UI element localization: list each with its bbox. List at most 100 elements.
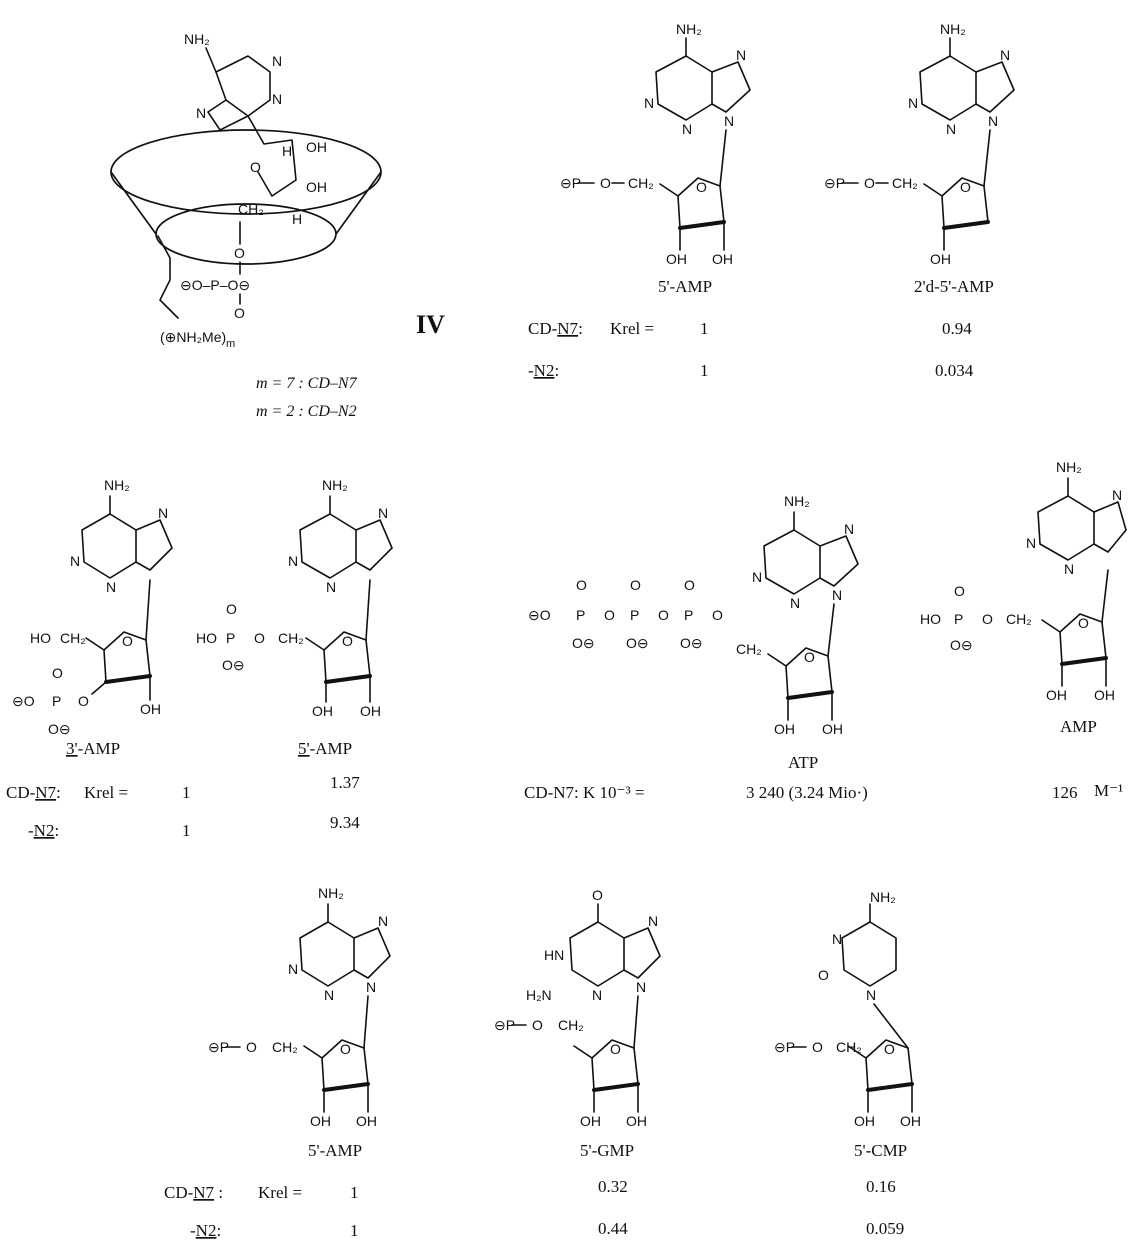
svg-text:O: O (864, 175, 875, 191)
svg-text:N: N (988, 113, 998, 129)
svg-text:P: P (226, 630, 235, 646)
svg-text:N: N (844, 521, 854, 537)
svg-text:CH₂: CH₂ (1006, 611, 1032, 627)
svg-text:O: O (604, 607, 615, 623)
compound-label: ATP (788, 753, 818, 772)
svg-text:P: P (684, 607, 693, 623)
svg-text:O: O (712, 607, 723, 623)
svg-text:⊖P: ⊖P (774, 1039, 795, 1055)
panel-1: NH₂ N N N N O ⊖P O CH₂ OH OH 5'-AMP (528, 21, 1015, 380)
svg-text:CH₂: CH₂ (238, 201, 264, 217)
svg-text:O: O (226, 601, 237, 617)
cone-side-left (110, 171, 157, 235)
svg-text:O⊖: O⊖ (48, 721, 71, 737)
svg-text:O: O (812, 1039, 823, 1055)
panel-3: NH₂ N N N N O ⊖O P O P O P O CH₂ O O O O… (524, 459, 1127, 802)
svg-text:N: N (326, 579, 336, 595)
svg-text:⊖O: ⊖O (528, 607, 551, 623)
svg-text:O: O (340, 1041, 351, 1057)
svg-text:O: O (600, 175, 611, 191)
value-cell: 1 (182, 783, 191, 802)
host-variant-n2: m = 2 : CD–N2 (256, 403, 357, 420)
value-cell: 0.94 (942, 319, 972, 338)
value-cell: 1 (182, 821, 191, 840)
value-cell: 9.34 (330, 813, 360, 832)
svg-text:N: N (196, 105, 206, 121)
svg-text:HO: HO (196, 630, 217, 646)
svg-text:N: N (378, 913, 388, 929)
svg-text:N: N (736, 47, 746, 63)
panel-4-row-n7: CD-N7 : Krel = 1 0.32 0.16 (164, 1177, 896, 1202)
k-rel-label: Krel = (610, 319, 654, 338)
svg-text:H₂N: H₂N (526, 987, 552, 1003)
svg-text:O: O (592, 887, 603, 903)
svg-text:HO: HO (30, 630, 51, 646)
k-rel-label: Krel = (84, 783, 128, 802)
host-variant-n7: m = 7 : CD–N7 (256, 375, 358, 392)
svg-text:N: N (324, 987, 334, 1003)
svg-text:N: N (158, 505, 168, 521)
svg-text:⊖P: ⊖P (494, 1017, 515, 1033)
svg-text:O: O (246, 1039, 257, 1055)
panel-4: NH₂ N N N N O ⊖P O CH₂ OH OH 5'-AMP O (164, 885, 921, 1240)
svg-text:N: N (272, 91, 282, 107)
value-cell: 1 (700, 319, 709, 338)
svg-text:N: N (1064, 561, 1074, 577)
svg-text:CD-N7:: CD-N7: (528, 319, 583, 338)
svg-text:OH: OH (356, 1113, 377, 1129)
host-nh2-label: NH₂ (184, 31, 210, 47)
value-cell: 1 (350, 1183, 359, 1202)
binding-constant-label: CD-N7: K 10⁻³ = (524, 783, 644, 802)
svg-text:O: O (818, 967, 829, 983)
svg-text:CD-N7 :: CD-N7 : (164, 1183, 223, 1202)
svg-text:CH₂: CH₂ (278, 630, 304, 646)
svg-text:OH: OH (712, 251, 733, 267)
svg-text:NH₂: NH₂ (104, 477, 130, 493)
host-label: IV (416, 310, 445, 339)
value-cell: 0.44 (598, 1219, 628, 1238)
host-imidazole (207, 99, 249, 131)
svg-text:N: N (272, 53, 282, 69)
svg-text:OH: OH (930, 251, 951, 267)
compound-label: AMP (1060, 717, 1097, 736)
svg-text:CH₂: CH₂ (558, 1017, 584, 1033)
svg-text:O: O (532, 1017, 543, 1033)
structure-2d-5-amp: NH₂ N N N N O ⊖P O CH₂ OH 2'd-5'-AMP (824, 21, 1015, 296)
svg-text:OH: OH (312, 703, 333, 719)
structure-amp: NH₂ N N N O HO P O CH₂ O O⊖ OH OH AMP (920, 459, 1127, 736)
svg-text:O: O (658, 607, 669, 623)
svg-text:NH₂: NH₂ (940, 21, 966, 37)
structure-3-amp: NH₂ N N N O HO CH₂ OH O ⊖O P O O⊖ 3'-AMP (12, 477, 173, 758)
svg-text:N: N (1026, 535, 1036, 551)
svg-text:N: N (644, 95, 654, 111)
svg-text:O⊖: O⊖ (680, 635, 703, 651)
svg-text:N: N (946, 121, 956, 137)
svg-text:N: N (832, 931, 842, 947)
svg-text:N: N (288, 961, 298, 977)
host-ribose (247, 115, 297, 197)
svg-text:O: O (576, 577, 587, 593)
value-cell: 1.37 (330, 773, 360, 792)
svg-text:P: P (630, 607, 639, 623)
compound-label: 3'-AMP (66, 739, 120, 758)
svg-text:OH: OH (306, 179, 327, 195)
compound-label: 5'-GMP (580, 1141, 634, 1160)
compound-label: 5'-AMP (298, 739, 352, 758)
structure-atp: NH₂ N N N N O ⊖O P O P O P O CH₂ O O O O… (528, 493, 859, 772)
panel-2-row-n2: -N2: 1 9.34 (28, 813, 360, 840)
svg-text:⊖O: ⊖O (12, 693, 35, 709)
svg-text:NH₂: NH₂ (784, 493, 810, 509)
svg-text:⊖P: ⊖P (824, 175, 845, 191)
cone-side-right (335, 171, 382, 235)
svg-text:O: O (254, 630, 265, 646)
svg-text:-N2:: -N2: (190, 1221, 221, 1240)
value-cell: 0.034 (935, 361, 974, 380)
svg-text:OH: OH (774, 721, 795, 737)
svg-text:N: N (752, 569, 762, 585)
compound-label: 2'd-5'-AMP (914, 277, 994, 296)
panel-2: NH₂ N N N O HO CH₂ OH O ⊖O P O O⊖ 3'-AMP (6, 477, 393, 840)
svg-text:OH: OH (306, 139, 327, 155)
svg-text:CH₂: CH₂ (736, 641, 762, 657)
value-cell: 3 240 (3.24 Mio·) (746, 783, 868, 802)
